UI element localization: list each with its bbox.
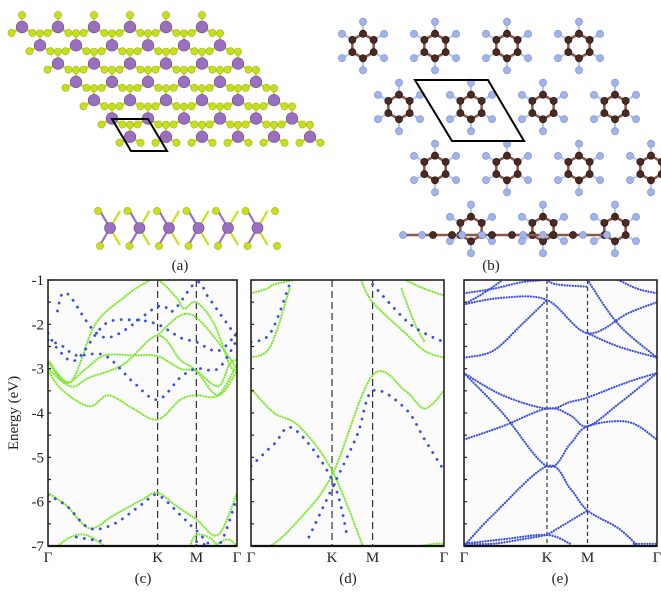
side-view-a — [94, 207, 281, 250]
x-tick-label: K — [542, 550, 553, 566]
green-bands — [251, 280, 444, 546]
panel-label-d: (d) — [339, 571, 357, 587]
y-tick-label: -3 — [32, 362, 45, 378]
y-tick-label: -2 — [32, 317, 45, 333]
structure-b-lattice — [338, 17, 661, 258]
panel-label-a: (a) — [172, 258, 189, 274]
blue-bands — [251, 283, 444, 539]
x-tick-label: K — [152, 550, 163, 566]
x-tick-label: M — [581, 550, 594, 566]
y-tick-label: -5 — [32, 450, 45, 466]
y-tick-label: -4 — [32, 406, 45, 422]
x-tick-label: Γ — [247, 550, 256, 566]
panel-label-b: (b) — [482, 258, 500, 274]
y-axis-label: Energy (eV) — [6, 376, 22, 450]
green-bands — [48, 280, 237, 546]
panel-label-c: (c) — [135, 571, 152, 587]
y-tick-label: -1 — [32, 273, 45, 289]
blue-bands — [48, 280, 237, 546]
x-tick-label: M — [366, 550, 379, 566]
plot-area — [48, 280, 237, 546]
side-view-b — [399, 231, 611, 239]
y-tick-label: -7 — [32, 539, 45, 555]
x-tick-label: Γ — [460, 550, 469, 566]
atoms — [338, 17, 661, 258]
y-tick-label: -6 — [32, 495, 45, 511]
plot-area — [464, 280, 657, 546]
blue-bands — [464, 280, 657, 546]
x-tick-label: M — [190, 550, 203, 566]
x-tick-label: Γ — [233, 550, 242, 566]
x-tick-label: Γ — [44, 550, 53, 566]
x-tick-label: Γ — [653, 550, 661, 566]
panel-label-e: (e) — [552, 571, 569, 587]
x-tick-label: K — [327, 550, 338, 566]
x-tick-label: Γ — [440, 550, 449, 566]
structure-a-lattice — [7, 11, 325, 250]
